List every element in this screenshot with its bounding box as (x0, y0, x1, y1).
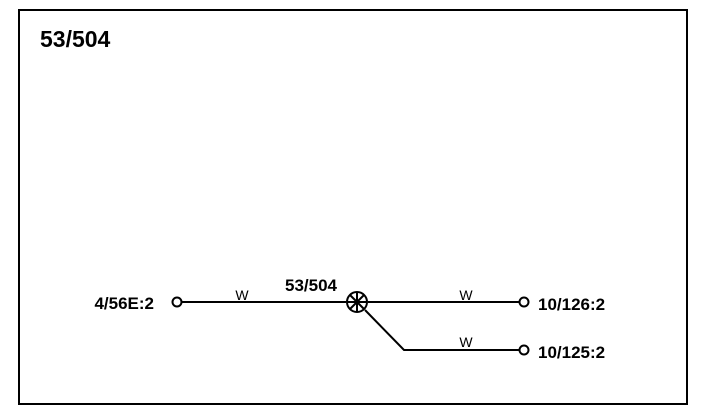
wire-color-left: W (235, 287, 249, 303)
splice-label: 53/504 (285, 276, 338, 295)
wire-color-right-top: W (459, 287, 473, 303)
wire-color-right-bottom: W (459, 334, 473, 350)
terminal-right-top (518, 296, 530, 308)
connector-label-right-bottom: 10/125:2 (538, 343, 605, 362)
wire-right-bottom (364, 309, 519, 351)
terminal-right-bottom (518, 344, 530, 356)
connector-label-right-top: 10/126:2 (538, 295, 605, 314)
splice-icon (346, 291, 368, 313)
page-title: 53/504 (40, 26, 111, 52)
terminal-left (171, 296, 183, 308)
diagram-frame (18, 9, 688, 405)
connector-label-left: 4/56E:2 (94, 294, 154, 313)
